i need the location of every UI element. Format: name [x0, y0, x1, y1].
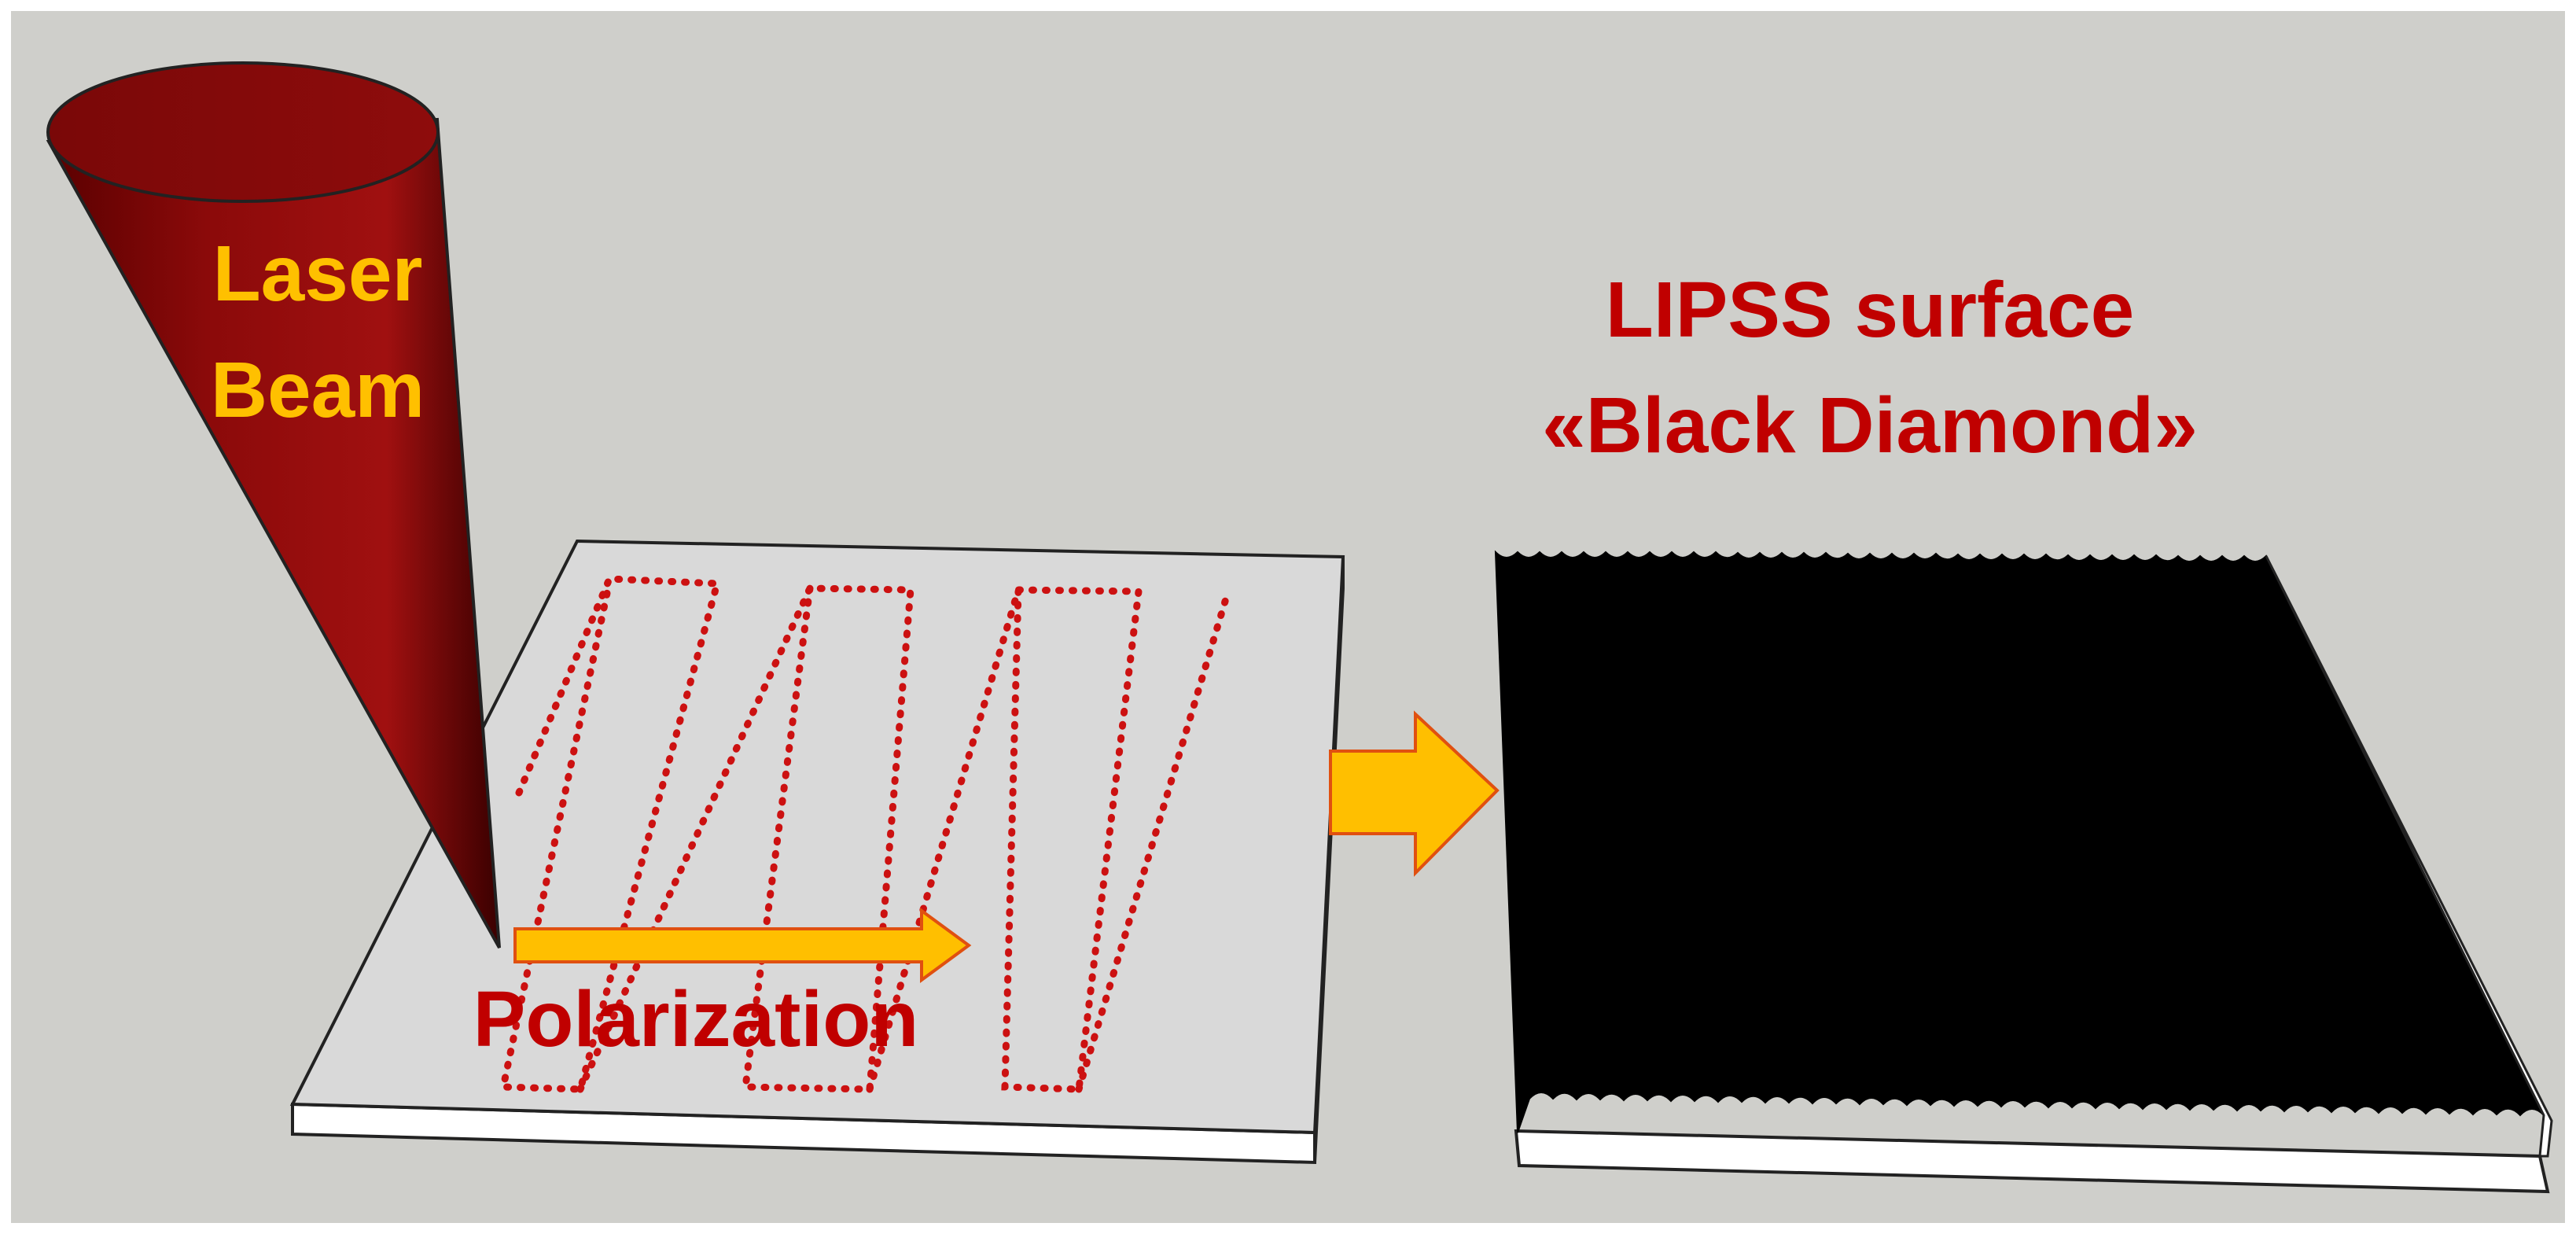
lipss-surface	[1494, 550, 2553, 1194]
lipss-right-edge	[2265, 555, 2553, 1158]
surface-title-line2: «Black Diamond»	[1542, 381, 2198, 470]
surface-title-line1: LIPSS surface	[1606, 266, 2135, 354]
polarization-label: Polarization	[473, 975, 919, 1063]
scan-path-line	[1075, 592, 1231, 1093]
lipss-side-face	[1514, 1129, 2550, 1194]
laser-beam-label-line1: Laser	[213, 230, 423, 318]
lipss-top-face	[1494, 550, 2545, 1133]
scan-path-line	[576, 584, 914, 1093]
scan-path-line	[866, 586, 1143, 1093]
laser-beam-label-line2: Beam	[211, 346, 425, 434]
laser-beam: Laser Beam	[46, 61, 501, 949]
process-arrow	[1329, 710, 1500, 877]
polarization-arrow	[513, 908, 972, 983]
plate-top-face	[289, 539, 1345, 1135]
scan-path	[499, 575, 1231, 1093]
sample-plate	[289, 539, 1345, 1165]
scan-path-line	[499, 575, 722, 1093]
laser-beam-top	[46, 61, 440, 203]
